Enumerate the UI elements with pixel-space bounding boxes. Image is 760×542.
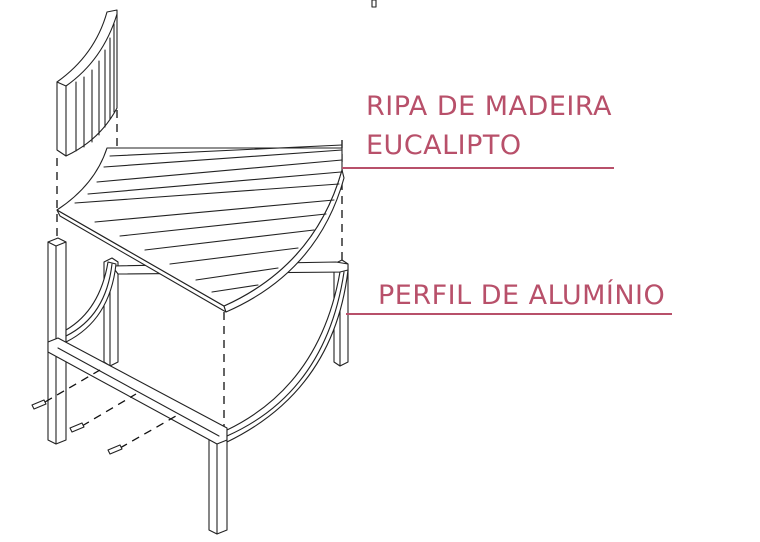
screws [31, 369, 177, 455]
backrest-panel [56, 9, 118, 157]
wood-slat-label-line1: RIPA DE MADEIRA [366, 91, 612, 122]
top-mark [371, 0, 377, 8]
wood-slat-label-line2: EUCALIPTO [366, 130, 522, 161]
wood-slat-seat [56, 144, 345, 313]
aluminum-profile-label: PERFIL DE ALUMÍNIO [378, 280, 666, 311]
